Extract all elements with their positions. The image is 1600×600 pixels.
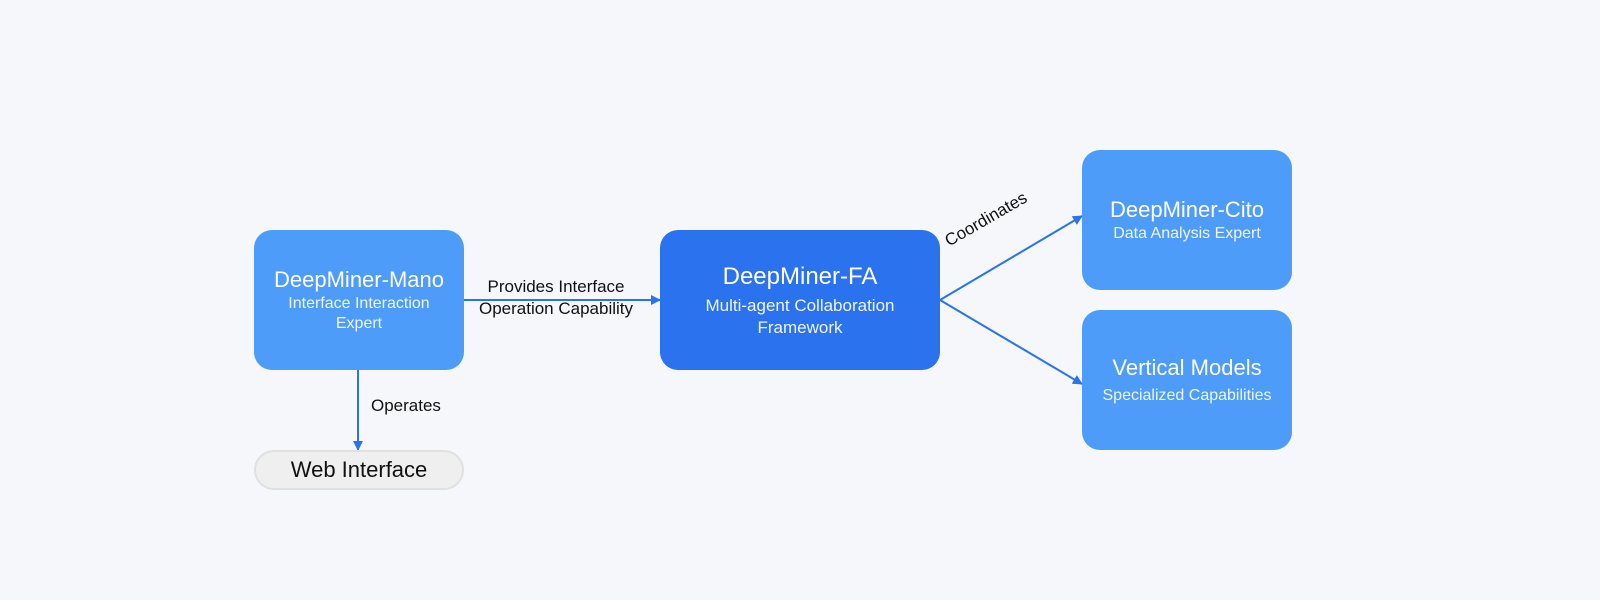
node-deepminer-cito: DeepMiner-Cito Data Analysis Expert — [1082, 150, 1292, 290]
node-web-interface: Web Interface — [254, 450, 464, 490]
node-title: DeepMiner-Cito — [1109, 197, 1265, 222]
node-deepminer-fa: DeepMiner-FA Multi-agent Collaboration F… — [660, 230, 940, 370]
node-vertical-models: Vertical Models Specialized Capabilities — [1082, 310, 1292, 450]
edge-label-operates: Operates — [371, 396, 441, 415]
node-subtitle: Specialized Capabilities — [1102, 387, 1272, 404]
node-subtitle: Data Analysis Expert — [1113, 225, 1261, 242]
node-deepminer-mano: DeepMiner-Mano Interface Interaction Exp… — [254, 230, 464, 370]
node-title: DeepMiner-FA — [722, 263, 878, 290]
node-title: Web Interface — [290, 457, 428, 482]
edge-label-provides: Provides Interface Operation Capability — [478, 277, 634, 318]
edge-fa-to-cito — [939, 215, 1083, 301]
node-title: Vertical Models — [1112, 355, 1262, 380]
node-title: DeepMiner-Mano — [274, 267, 444, 292]
node-subtitle: Interface Interaction Expert — [288, 295, 430, 332]
edge-fa-to-vertical — [939, 299, 1083, 385]
node-subtitle: Multi-agent Collaboration Framework — [705, 296, 895, 337]
